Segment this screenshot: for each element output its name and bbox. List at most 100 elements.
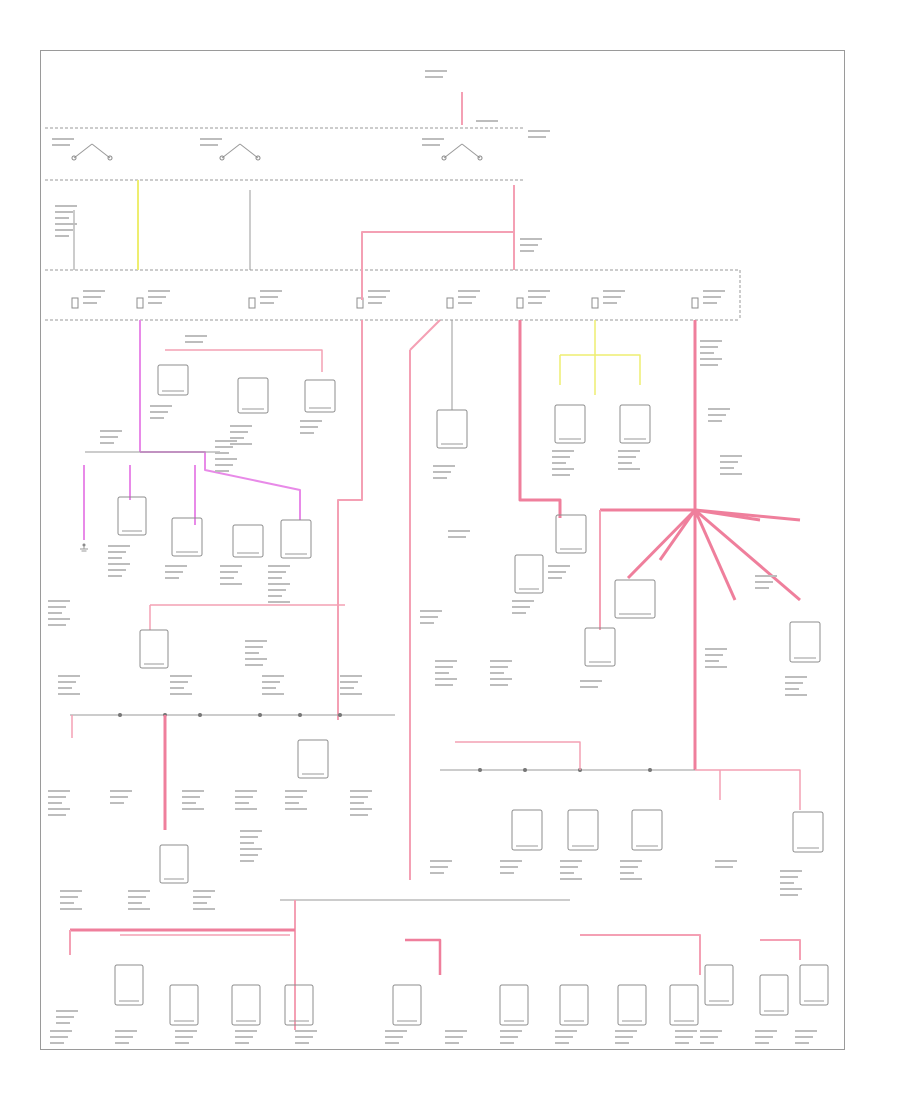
ground-symbol — [82, 543, 86, 547]
label-mark — [182, 796, 200, 798]
label-mark — [48, 808, 70, 810]
label-mark — [60, 890, 82, 892]
label-mark — [110, 790, 132, 792]
label-mark — [60, 908, 82, 910]
label-mark — [235, 808, 257, 810]
label-mark — [615, 1042, 629, 1044]
label-mark — [430, 866, 448, 868]
label-mark — [245, 646, 263, 648]
label-mark — [235, 790, 257, 792]
label-mark — [520, 238, 542, 240]
label-mark — [100, 442, 114, 444]
label-mark — [245, 640, 267, 642]
label-mark — [555, 1036, 573, 1038]
starburst-wire — [694, 508, 761, 522]
label-mark — [268, 601, 290, 603]
label-mark — [422, 138, 444, 140]
splice-dot — [338, 713, 342, 717]
label-mark — [603, 290, 625, 292]
label-mark — [755, 575, 777, 577]
label-mark — [48, 600, 70, 602]
label-mark — [268, 577, 282, 579]
splice-dot — [198, 713, 202, 717]
label-mark — [108, 545, 130, 547]
label-mark — [368, 290, 390, 292]
label-mark — [700, 1036, 718, 1038]
label-mark — [285, 802, 299, 804]
label-mark — [220, 577, 234, 579]
accessory-feed-wire — [361, 231, 514, 300]
label-mark — [115, 1042, 129, 1044]
control-unit — [789, 621, 821, 663]
label-mark — [165, 571, 183, 573]
control-module-box — [117, 496, 147, 536]
label-mark — [55, 217, 69, 219]
label-mark — [50, 1030, 72, 1032]
label-mark — [420, 610, 442, 612]
fuel-pump-relay — [555, 514, 587, 554]
label-mark — [235, 1042, 249, 1044]
label-mark — [108, 575, 122, 577]
label-mark — [552, 456, 570, 458]
label-mark — [240, 860, 254, 862]
splice-dot — [648, 768, 652, 772]
label-mark — [420, 622, 434, 624]
label-mark — [433, 465, 455, 467]
label-mark — [185, 341, 203, 343]
label-mark — [50, 1042, 64, 1044]
sensor-module — [157, 364, 189, 396]
label-mark — [55, 229, 73, 231]
label-mark — [755, 587, 769, 589]
label-mark — [500, 860, 522, 862]
label-mark — [795, 1042, 809, 1044]
label-mark — [560, 860, 582, 862]
label-mark — [170, 687, 184, 689]
label-mark — [755, 1030, 777, 1032]
label-mark — [435, 666, 453, 668]
label-mark — [260, 302, 274, 304]
pink-wire — [455, 741, 581, 770]
label-mark — [620, 860, 642, 862]
label-mark — [528, 302, 542, 304]
label-mark — [705, 660, 719, 662]
label-mark — [83, 296, 101, 298]
switch-terminal — [107, 155, 113, 161]
label-mark — [185, 335, 207, 337]
label-mark — [675, 1036, 693, 1038]
label-mark — [700, 346, 718, 348]
label-mark — [150, 411, 168, 413]
label-mark — [435, 660, 457, 662]
label-mark — [580, 680, 602, 682]
label-mark — [115, 1030, 137, 1032]
label-mark — [785, 676, 807, 678]
bottom-component — [617, 984, 647, 1026]
label-mark — [235, 802, 249, 804]
label-mark — [555, 1042, 569, 1044]
label-mark — [458, 302, 472, 304]
label-mark — [420, 616, 438, 618]
label-mark — [368, 296, 386, 298]
label-mark — [148, 290, 170, 292]
label-mark — [368, 302, 382, 304]
label-mark — [148, 302, 162, 304]
label-mark — [175, 1042, 189, 1044]
label-mark — [220, 565, 242, 567]
label-mark — [548, 565, 570, 567]
label-mark — [193, 902, 207, 904]
label-mark — [705, 654, 723, 656]
label-mark — [445, 1036, 463, 1038]
yellow-wire — [560, 354, 641, 385]
label-mark — [425, 76, 443, 78]
transmission-solenoid — [171, 517, 203, 557]
label-mark — [48, 612, 62, 614]
bottom-component — [231, 984, 261, 1026]
label-mark — [60, 896, 78, 898]
label-mark — [240, 842, 254, 844]
label-mark — [700, 352, 714, 354]
bottom-component — [499, 984, 529, 1026]
magenta-branch-wire — [140, 451, 301, 520]
bottom-component — [704, 964, 734, 1006]
fuse-symbol — [356, 297, 364, 309]
label-mark — [170, 675, 192, 677]
